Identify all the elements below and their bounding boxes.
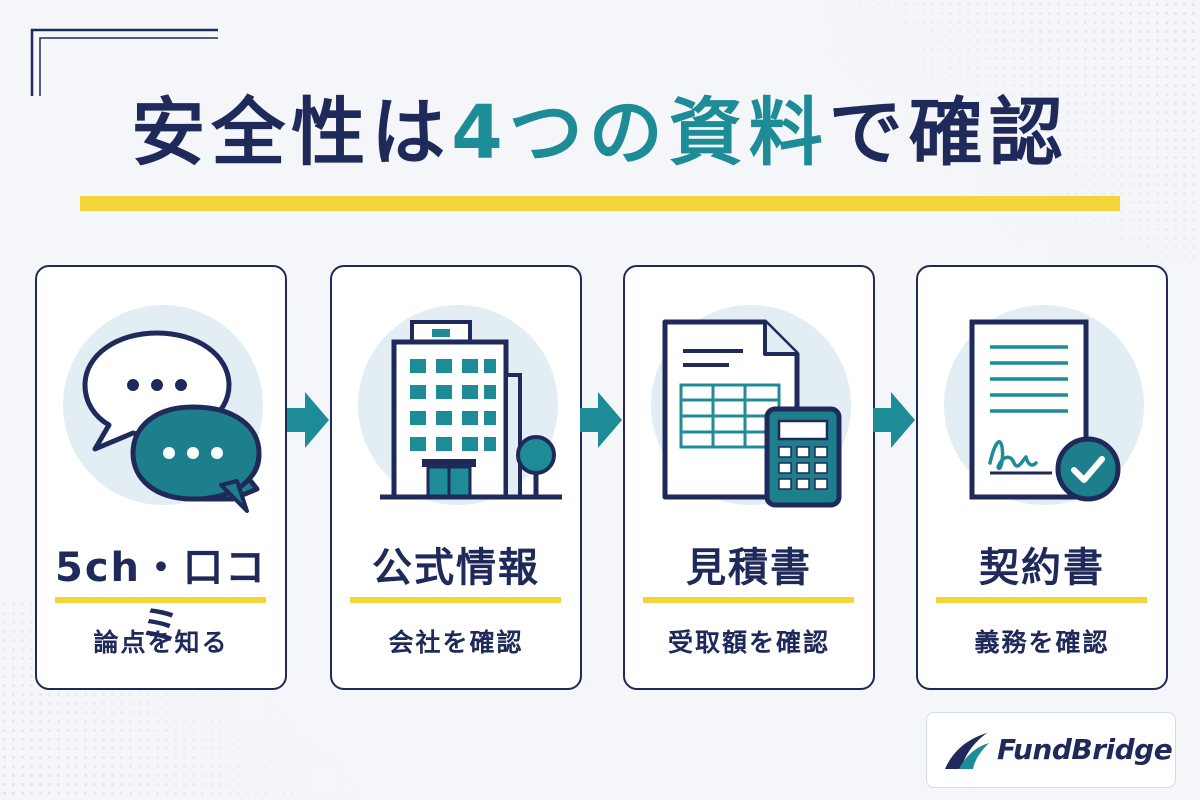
card-title-underline xyxy=(936,597,1147,603)
card-5ch-reviews: 5ch・口コミ 論点を知る xyxy=(35,265,287,690)
card-subtitle: 受取額を確認 xyxy=(667,628,830,657)
card-estimate: 見積書 受取額を確認 xyxy=(623,265,875,690)
card-title: 公式情報 xyxy=(372,545,540,591)
office-building-icon xyxy=(380,320,562,500)
page-title: 安全性は4つの資料で確認 xyxy=(131,96,1069,170)
card-subtitle: 会社を確認 xyxy=(388,628,524,657)
card-official-info: 公式情報 会社を確認 xyxy=(330,265,582,690)
card-title-underline xyxy=(55,597,266,603)
card-subtitle: 論点を知る xyxy=(93,628,229,657)
arrow-right-icon xyxy=(873,392,915,448)
arrow-right-icon xyxy=(287,392,329,448)
title-accent: 4つの資料 xyxy=(451,90,829,176)
title-part1: 安全性は xyxy=(131,90,452,176)
brand-logo-text: FundBridge xyxy=(997,733,1173,766)
card-contract: 契約書 義務を確認 xyxy=(916,265,1168,690)
card-title: 契約書 xyxy=(979,545,1105,591)
signed-contract-icon xyxy=(969,319,1121,502)
background-dots-top-right xyxy=(820,0,1200,260)
card-title-underline xyxy=(350,597,561,603)
card-subtitle: 義務を確認 xyxy=(974,628,1110,657)
brand-logo: FundBridge xyxy=(926,712,1176,788)
chat-bubbles-icon xyxy=(82,330,262,513)
bridge-logo-icon xyxy=(945,733,989,769)
arrow-right-icon xyxy=(580,392,622,448)
title-underline xyxy=(80,196,1120,211)
page-title-wrap: 安全性は4つの資料で確認 xyxy=(0,96,1200,170)
card-title: 5ch・口コミ xyxy=(54,545,268,649)
card-title-underline xyxy=(643,597,854,603)
corner-bracket-decoration xyxy=(30,28,218,96)
title-part2: で確認 xyxy=(828,90,1069,176)
estimate-calculator-icon xyxy=(662,319,842,508)
card-title: 見積書 xyxy=(686,545,812,591)
